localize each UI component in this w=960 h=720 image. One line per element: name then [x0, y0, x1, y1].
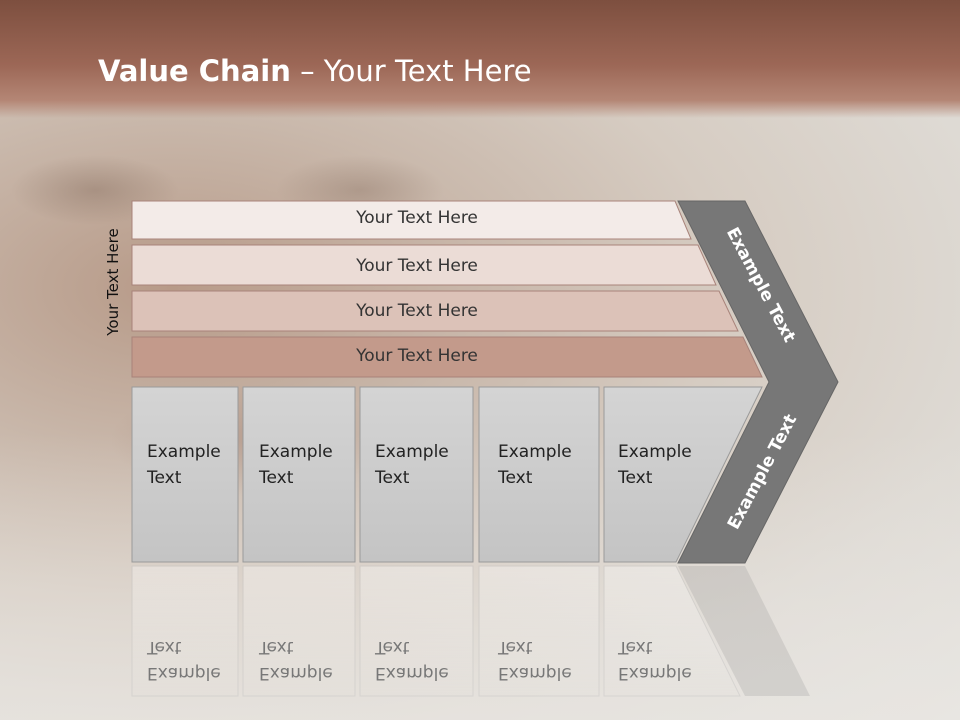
- reflection-column-3-text: Example Text: [375, 634, 475, 686]
- bar-4-text: Your Text Here: [356, 346, 478, 366]
- bar-2-text: Your Text Here: [356, 256, 478, 276]
- reflection-column-2-text: Example Text: [259, 634, 359, 686]
- reflection-1-line-1: Example: [147, 663, 221, 683]
- column-4-line-2: Text: [498, 468, 533, 488]
- reflection-column-1-text: Example Text: [147, 634, 247, 686]
- bar-3: [131, 290, 739, 332]
- column-4-line-1: Example: [498, 442, 572, 462]
- reflection-4-line-2: Text: [498, 637, 533, 657]
- title-bold: Value Chain: [98, 54, 291, 88]
- reflection-4-line-1: Example: [498, 663, 572, 683]
- reflection-1-line-2: Text: [147, 637, 182, 657]
- chevron-arrow: [677, 200, 839, 564]
- column-3: [359, 386, 474, 563]
- column-2-line-2: Text: [259, 468, 294, 488]
- column-5-line-2: Text: [618, 468, 653, 488]
- column-1: [131, 386, 239, 563]
- reflection-2-line-2: Text: [259, 637, 294, 657]
- reflection-5-line-1: Example: [618, 663, 692, 683]
- reflection-2-line-1: Example: [259, 663, 333, 683]
- bar-1-text: Your Text Here: [356, 208, 478, 228]
- reflection-3-line-1: Example: [375, 663, 449, 683]
- reflection-column-5-text: Example Text: [618, 634, 718, 686]
- column-5: [603, 386, 763, 563]
- reflection-3-line-2: Text: [375, 637, 410, 657]
- bar-2: [131, 244, 717, 286]
- column-1-line-1: Example: [147, 442, 221, 462]
- bar-4: [131, 336, 763, 378]
- column-5-line-1: Example: [618, 442, 692, 462]
- column-3-line-1: Example: [375, 442, 449, 462]
- column-1-line-2: Text: [147, 468, 182, 488]
- column-2-line-1: Example: [259, 442, 333, 462]
- column-3-line-2: Text: [375, 468, 410, 488]
- reflection-5-line-2: Text: [618, 637, 653, 657]
- bar-3-text: Your Text Here: [356, 301, 478, 321]
- column-4: [478, 386, 600, 563]
- title-bar: Value Chain – Your Text Here: [0, 0, 960, 118]
- column-2: [242, 386, 356, 563]
- slide-title: Value Chain – Your Text Here: [98, 54, 532, 88]
- title-rest: – Your Text Here: [290, 54, 532, 88]
- bar-1: [131, 200, 692, 240]
- reflection-column-4-text: Example Text: [498, 634, 598, 686]
